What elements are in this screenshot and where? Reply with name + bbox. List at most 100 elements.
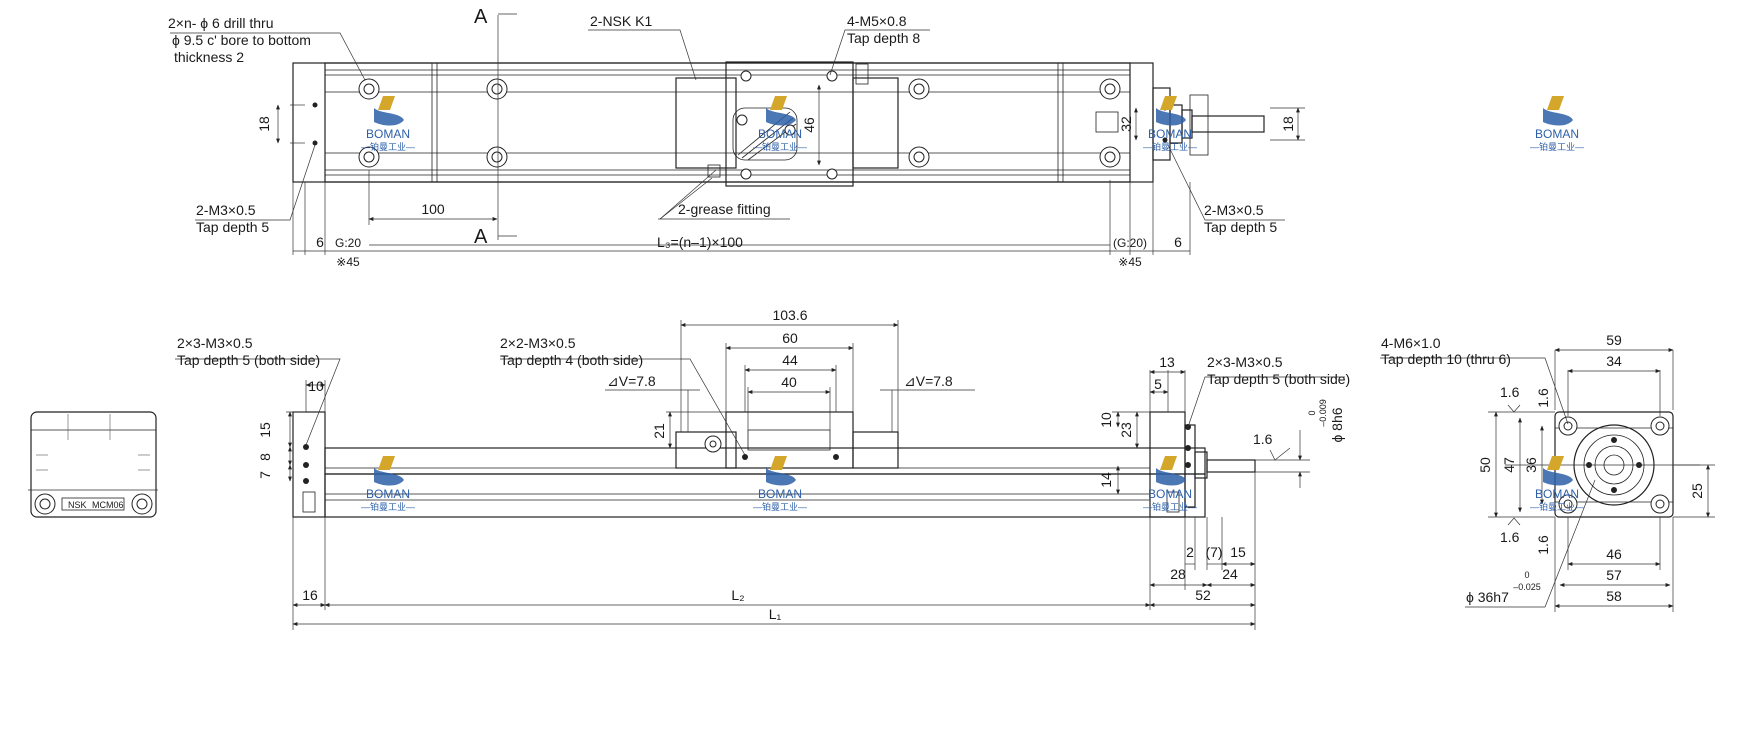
dim-46: 46 (801, 117, 817, 133)
shaft-tol-top: 0 (1307, 410, 1317, 415)
roughness-1-6-front: 1.6 (1253, 431, 1273, 447)
rail-plate-outline (292, 62, 1154, 183)
end-label-brand: NSK (68, 500, 87, 510)
top-view: 18 18 46 32 2×n- ϕ 6 drill thru ϕ 9.5 c'… (168, 6, 1305, 269)
m3-left-line1: 2-M3×0.5 (196, 202, 256, 218)
m3-right-line1: 2-M3×0.5 (1204, 202, 1264, 218)
dim-18-right: 18 (1280, 116, 1296, 132)
motor-shaft-top (1191, 115, 1265, 133)
l3-dimension: L₃=(n–1)×100 (657, 234, 743, 250)
bore-tol-bottom: –0.025 (1513, 582, 1541, 592)
bore-tol-top: 0 (1524, 570, 1529, 580)
dim-28: 28 (1170, 566, 1186, 582)
end-label-model: MCM06 (92, 500, 124, 510)
callout-drill-line1: 2×n- ϕ 6 drill thru (168, 15, 274, 31)
dim-16: 16 (302, 587, 318, 603)
l1-dimension: L₁ (769, 606, 782, 622)
nsk-label: 2-NSK K1 (590, 13, 652, 29)
shaft-tol-bot: –0.009 (1318, 399, 1328, 427)
roughness-4: 1.6 (1535, 535, 1551, 555)
watermark-brand-8: BOMAN (1535, 487, 1579, 501)
dim-6-right: 6 (1174, 234, 1182, 250)
dim-6-left: 6 (316, 234, 324, 250)
front-view: 2×3-M3×0.5 Tap depth 5 (both side) 10 15… (175, 307, 1350, 630)
v-right: ⊿V=7.8 (904, 373, 953, 389)
watermark-sub-1: —铂曼工业— (361, 141, 415, 152)
dim-14: 14 (1098, 472, 1114, 488)
dim-2: 2 (1186, 544, 1194, 560)
watermark-logo-3: BOMAN —铂曼工业— (1143, 96, 1197, 152)
watermark-sub-8: —铂曼工业— (1530, 501, 1584, 512)
end-view: NSK MCM06 (28, 411, 158, 518)
side-view: 4-M6×1.0 Tap depth 10 (thru 6) 59 34 1.6… (1380, 332, 1715, 612)
dim-18-left: 18 (256, 116, 272, 132)
dim-21: 21 (651, 423, 667, 439)
dim-8-left: 8 (257, 453, 273, 461)
dim-23: 23 (1118, 422, 1134, 438)
watermark-logo-2: BOMAN —铂曼工业— (753, 96, 807, 152)
watermark-sub-2: —铂曼工业— (753, 141, 807, 152)
watermark-brand-6: BOMAN (758, 487, 802, 501)
dim-15-left: 15 (257, 422, 273, 438)
grease-fitting-label: 2-grease fitting (678, 201, 771, 217)
counterbore-holes (312, 70, 1168, 180)
dim-57: 57 (1606, 567, 1622, 583)
m3-right-line1: 2×3-M3×0.5 (1207, 354, 1283, 370)
dim-24: 24 (1222, 566, 1238, 582)
l2-dimension: L₂ (731, 587, 744, 603)
callout-drill-line2: ϕ 9.5 c' bore to bottom (172, 32, 311, 48)
shaft-diameter: ϕ 8h6 (1329, 407, 1345, 442)
watermark-brand-5: BOMAN (366, 487, 410, 501)
dim-44: 44 (782, 352, 798, 368)
tap-m5-line2: Tap depth 8 (847, 30, 920, 46)
watermark-brand-7: BOMAN (1148, 487, 1192, 501)
m3-2x2-line2: Tap depth 4 (both side) (500, 352, 643, 368)
dim-100: 100 (421, 201, 445, 217)
m3-right-line2: Tap depth 5 (both side) (1207, 371, 1350, 387)
dim-59: 59 (1606, 332, 1622, 348)
x45-right: ※45 (1118, 255, 1142, 269)
watermark-brand-4: BOMAN (1535, 127, 1579, 141)
dim-10-right: 10 (1098, 412, 1114, 428)
roughness-1: 1.6 (1500, 384, 1520, 400)
dim-13: 13 (1159, 354, 1175, 370)
watermark-brand-1: BOMAN (366, 127, 410, 141)
dim-5: 5 (1154, 376, 1162, 392)
dim-103-6: 103.6 (772, 307, 807, 323)
dim-34: 34 (1606, 353, 1622, 369)
dim-7-paren: (7) (1205, 544, 1222, 560)
dim-47: 47 (1501, 457, 1517, 473)
watermark-brand-3: BOMAN (1148, 127, 1192, 141)
tap-m5-line1: 4-M5×0.8 (847, 13, 907, 29)
section-mark-bottom: A (474, 226, 488, 248)
x45-left: ※45 (336, 255, 360, 269)
end-seal-left (675, 77, 737, 169)
g20-right: (G:20) (1113, 236, 1147, 250)
dim-60: 60 (782, 330, 798, 346)
dim-25: 25 (1689, 483, 1705, 499)
dim-58: 58 (1606, 588, 1622, 604)
m6-line1: 4-M6×1.0 (1381, 335, 1441, 351)
m3-right-line2: Tap depth 5 (1204, 219, 1277, 235)
section-mark-top: A (474, 6, 488, 28)
end-seal-right (852, 77, 899, 169)
watermark-logo-6: BOMAN —铂曼工业— (753, 456, 807, 512)
callout-drill-line3: thickness 2 (174, 49, 244, 65)
dim-7-left: 7 (257, 471, 273, 479)
dim-10-left: 10 (308, 378, 324, 394)
dim-32: 32 (1118, 116, 1134, 132)
m3-left-line2: Tap depth 5 (196, 219, 269, 235)
m6-line2: Tap depth 10 (thru 6) (1381, 351, 1511, 367)
dim-40: 40 (781, 374, 797, 390)
block-window (732, 107, 798, 161)
watermark-logo-1: BOMAN —铂曼工业— (361, 96, 415, 152)
bore-diameter: ϕ 36h7 (1466, 589, 1509, 605)
watermark-logo-4: BOMAN —铂曼工业— (1530, 96, 1584, 152)
m3-2x2-line1: 2×2-M3×0.5 (500, 335, 576, 351)
roughness-2: 1.6 (1535, 388, 1551, 408)
watermark-sub-3: —铂曼工业— (1143, 141, 1197, 152)
watermark-logo-8: BOMAN —铂曼工业— (1530, 456, 1584, 512)
dim-15-bottom: 15 (1230, 544, 1246, 560)
rail-body (324, 62, 1131, 183)
watermark-sub-5: —铂曼工业— (361, 501, 415, 512)
